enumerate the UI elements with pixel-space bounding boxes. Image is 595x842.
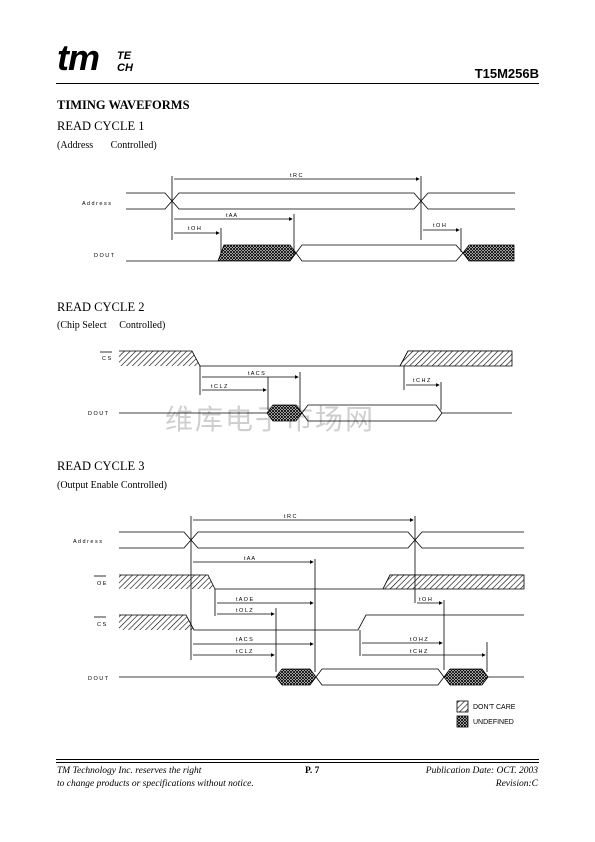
footer-right-line2: Revision:C [495, 779, 538, 789]
cycle1-title: READ CYCLE 1 [57, 119, 145, 133]
c3-taoe-label: t A O E [236, 597, 253, 603]
footer-left-line1: TM Technology Inc. reserves the right [57, 766, 202, 776]
cycle2-title: READ CYCLE 2 [57, 300, 145, 314]
company-logo-te: TE [117, 50, 132, 62]
page-number: P. 7 [305, 766, 320, 776]
c3-tolz-label: t O L Z [236, 608, 253, 614]
footer-left-line2: to change products or specifications wit… [57, 779, 254, 789]
cycle2-subtitle: (Chip Select Controlled) [57, 320, 166, 331]
company-logo-ch: CH [117, 62, 133, 74]
c3-dout-label: D O U T [88, 676, 109, 682]
c3-cs-label: C S [97, 622, 107, 628]
c3-tohz-label: t O H Z [410, 637, 428, 643]
legend-undefined: UNDEFINED [473, 719, 514, 726]
c1-dout-label: D O U T [94, 253, 115, 259]
c2-dout-label: D O U T [88, 411, 109, 417]
part-number: T15M256B [474, 66, 539, 81]
c3-address-label: A d d r e s s [73, 539, 102, 545]
header-rule [56, 83, 539, 84]
watermark-text: 维库电子市场网 [165, 403, 376, 436]
c2-cs-label: C S [102, 356, 112, 362]
c3-tclz-label: t C L Z [236, 649, 253, 655]
c3-tacs-label: t A C S [236, 637, 253, 643]
footer-rule-2 [56, 762, 539, 763]
c3-oe-label: O E [97, 581, 107, 587]
c3-trc-label: t R C [284, 514, 297, 520]
c3-taa-label: t A A [244, 556, 255, 562]
c3-tchz-label: t C H Z [410, 649, 428, 655]
cycle3-subtitle: (Output Enable Controlled) [57, 480, 167, 491]
c2-tchz-label: t C H Z [413, 378, 431, 384]
footer-right-line1: Publication Date: OCT. 2003 [425, 766, 538, 776]
legend-dont-care: DON'T CARE [473, 704, 516, 711]
cycle3-title: READ CYCLE 3 [57, 459, 145, 473]
c2-tclz-label: t C L Z [211, 384, 228, 390]
c1-trc-label: t R C [290, 173, 303, 179]
c3-toh-label: t O H [419, 597, 432, 603]
footer-rule-1 [56, 759, 539, 760]
cycle1-subtitle: (Address Controlled) [57, 140, 157, 151]
company-logo: tm [57, 37, 100, 78]
c2-tacs-label: t A C S [248, 371, 265, 377]
c1-toh-label: t O H [188, 226, 201, 232]
c1-taa-label: t A A [226, 213, 237, 219]
c1-address-label: A d d r e s s [82, 201, 111, 207]
c1-toh2-label: t O H [433, 223, 446, 229]
section-title: TIMING WAVEFORMS [57, 98, 190, 112]
